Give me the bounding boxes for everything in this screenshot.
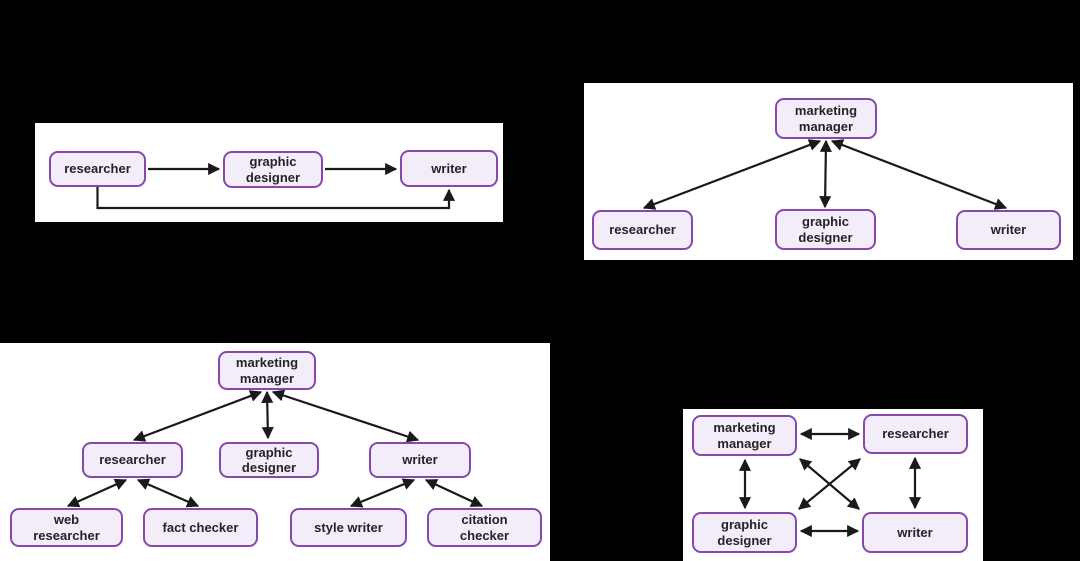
node-researcher: researcher	[49, 151, 146, 187]
node-marketing-manager: marketing manager	[692, 415, 797, 456]
edge-manager-researcher	[642, 139, 822, 210]
node-researcher: researcher	[863, 414, 968, 454]
edge-researcher-web-researcher	[66, 478, 128, 508]
node-graphic-designer: graphic designer	[775, 209, 876, 250]
edge-manager-graphic-designer	[819, 139, 832, 209]
sequential-diagram-panel: researcher graphic designer writer	[35, 123, 503, 222]
node-researcher: researcher	[592, 210, 693, 250]
node-writer: writer	[400, 150, 498, 187]
edge-manager-writer	[271, 389, 420, 443]
node-marketing-manager: marketing manager	[775, 98, 877, 139]
node-fact-checker: fact checker	[143, 508, 258, 547]
edge-researcher-fact-checker	[136, 478, 200, 508]
edge-manager-researcher	[132, 390, 263, 442]
node-web-researcher: web researcher	[10, 508, 123, 547]
node-researcher: researcher	[82, 442, 183, 478]
edge-manager-writer	[830, 139, 1008, 210]
node-graphic-designer: graphic designer	[219, 442, 319, 478]
node-graphic-designer: graphic designer	[692, 512, 797, 553]
node-style-writer: style writer	[290, 508, 407, 547]
hierarchical-arrows	[642, 139, 1008, 210]
edge-manager-graphic-designer	[261, 390, 274, 440]
edge-writer-citation-checker	[424, 479, 484, 507]
hierarchical-diagram-panel: marketing manager researcher graphic des…	[584, 83, 1073, 260]
node-writer: writer	[369, 442, 471, 478]
node-citation-checker: citation checker	[427, 508, 542, 547]
node-graphic-designer: graphic designer	[223, 151, 323, 188]
edge-writer-style-writer	[349, 478, 416, 508]
fully-connected-diagram-panel: marketing manager researcher graphic des…	[683, 409, 983, 561]
node-writer: writer	[862, 512, 968, 553]
edge-researcher-graphic-designer	[798, 458, 861, 510]
edge-researcher-writer-loop	[96, 187, 456, 210]
node-writer: writer	[956, 210, 1061, 250]
deep-hierarchy-diagram-panel: marketing manager researcher graphic des…	[0, 343, 550, 561]
node-marketing-manager: marketing manager	[218, 351, 316, 390]
sequential-arrows	[96, 162, 456, 210]
deep-hierarchy-arrows	[66, 389, 484, 508]
fully-connected-arrows	[738, 427, 922, 538]
